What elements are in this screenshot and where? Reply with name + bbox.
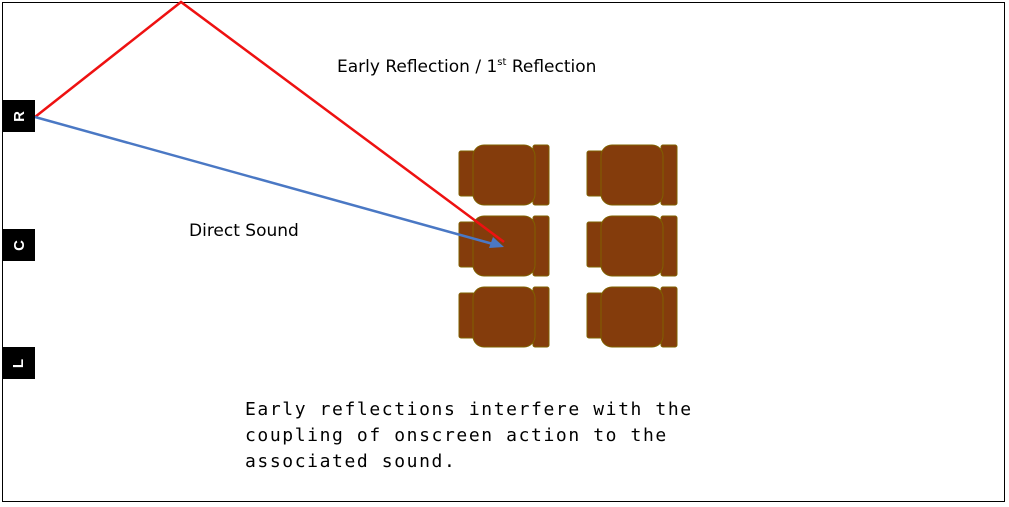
theater-seat-r2-c2 (586, 215, 678, 277)
early-reflection-label-superscript: st (497, 57, 507, 68)
theater-seat-r1-c2 (586, 144, 678, 206)
speaker-right-label: R (10, 110, 28, 122)
speaker-right: R (3, 100, 35, 132)
speaker-left-label: L (10, 358, 28, 368)
speaker-center: C (3, 229, 35, 261)
theater-seat-r1-c1 (458, 144, 550, 206)
early-reflection-label-suffix: Reflection (506, 57, 597, 77)
direct-sound-arrowhead (489, 237, 504, 248)
theater-seat-r2-c1 (458, 215, 550, 277)
early-reflection-label: Early Reflection / 1st Reflection (337, 57, 596, 77)
early-reflection-path (34, 0, 505, 244)
direct-sound-path (34, 115, 494, 246)
theater-seat-r3-c1 (458, 286, 550, 348)
direct-sound-label: Direct Sound (189, 221, 299, 241)
caption-text: Early reflections interfere with the cou… (245, 399, 693, 472)
speaker-center-label: C (10, 239, 28, 251)
theater-seat-r3-c2 (586, 286, 678, 348)
speaker-left: L (3, 347, 35, 379)
early-reflection-label-text: Early Reflection / 1 (337, 57, 498, 77)
